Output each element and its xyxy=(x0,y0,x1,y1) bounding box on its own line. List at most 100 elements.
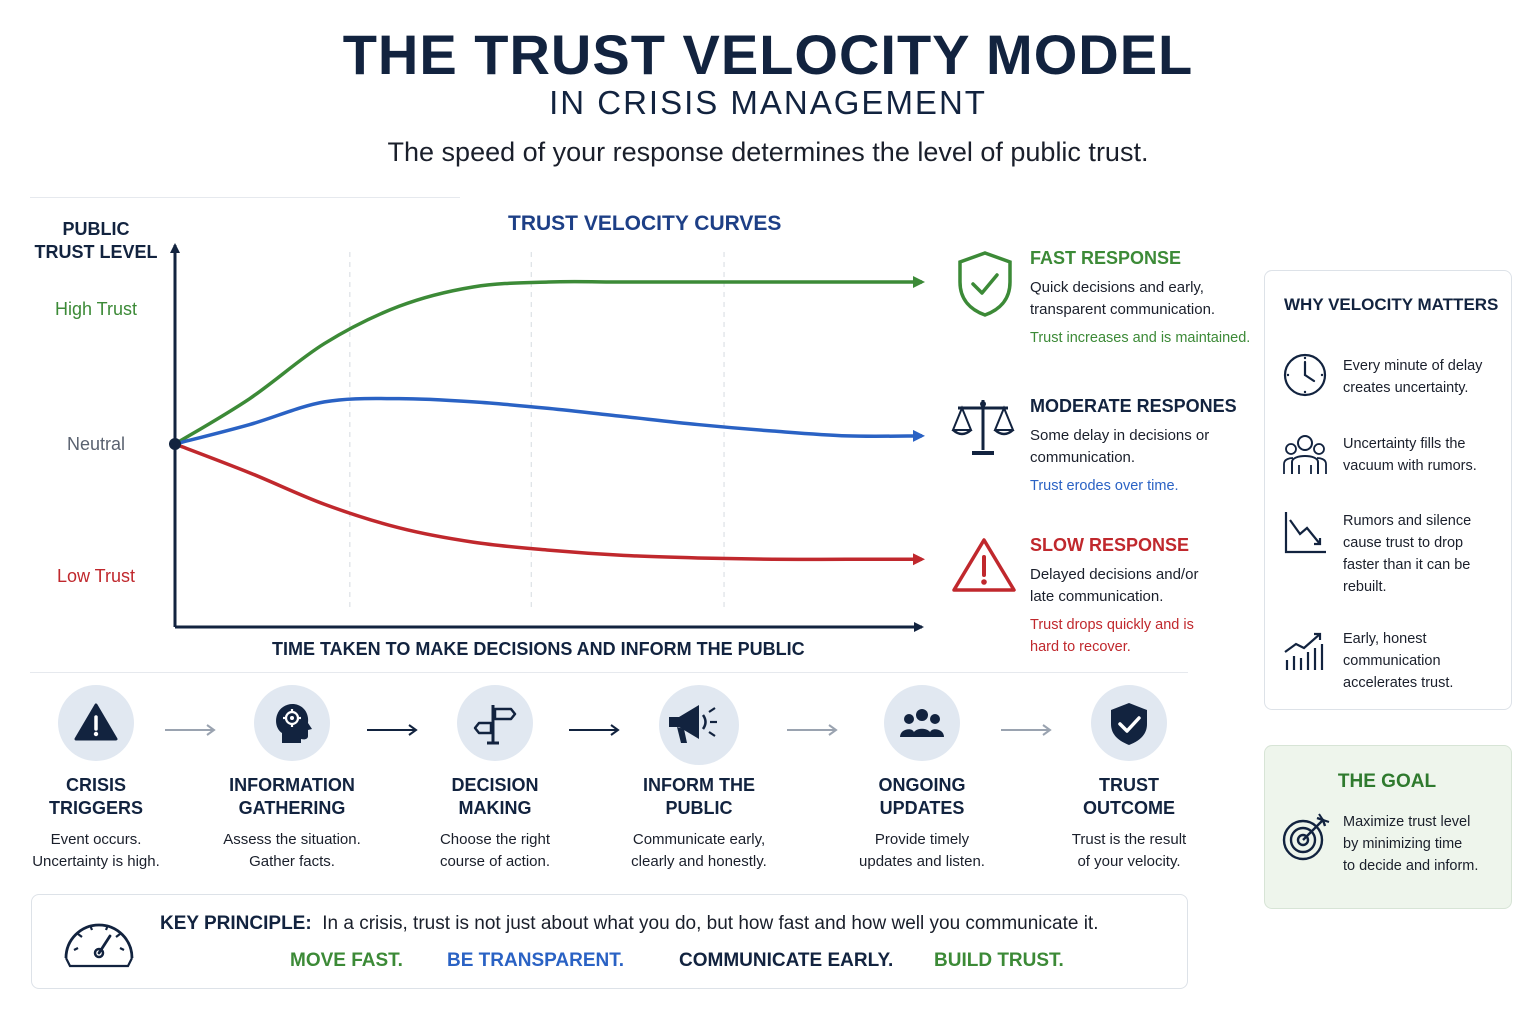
step-name: MAKING xyxy=(458,798,532,818)
response-heading: FAST RESPONSE xyxy=(1030,248,1182,268)
why-item-line: creates uncertainty. xyxy=(1343,380,1469,396)
key-principle-panel xyxy=(31,894,1188,989)
response-heading: MODERATE RESPONES xyxy=(1030,396,1237,416)
divider-middle xyxy=(30,672,1188,673)
why-item-line: vacuum with rumors. xyxy=(1343,458,1477,474)
step-crisis-triggers: CRISIS TRIGGERS Event occurs. Uncertainty … xyxy=(0,685,196,873)
why-item-line: Uncertainty fills the xyxy=(1343,436,1466,452)
response-outcome: Trust increases and is maintained. xyxy=(1030,330,1251,346)
step-icon-circle xyxy=(659,685,739,765)
step-desc: Gather facts. xyxy=(249,853,335,870)
scales-icon xyxy=(951,400,1015,455)
origin-point xyxy=(169,438,181,450)
step-desc: Trust is the result xyxy=(1071,831,1187,848)
step-icon-circle xyxy=(254,685,330,761)
response-desc-line: transparent communication. xyxy=(1030,301,1216,318)
step-name: INFORM THE xyxy=(643,775,755,795)
why-item-line: Rumors and silence xyxy=(1343,513,1472,529)
why-item: Early, honest communication accelerates … xyxy=(1343,628,1508,694)
key-principle: KEY PRINCIPLE: In a crisis, trust is not… xyxy=(160,913,1098,935)
why-item-line: accelerates trust. xyxy=(1343,675,1454,691)
speedometer-icon xyxy=(64,923,134,968)
page-subtitle: IN CRISIS MANAGEMENT xyxy=(549,84,987,121)
shield-check-icon xyxy=(958,251,1012,317)
y-axis-label: PUBLIC TRUST LEVEL xyxy=(26,218,166,264)
arrow-right-icon xyxy=(787,724,838,736)
arrow-right-icon xyxy=(569,724,620,736)
warning-icon xyxy=(952,538,1016,592)
response-desc-line: late communication. xyxy=(1030,588,1164,605)
step-desc: clearly and honestly. xyxy=(631,853,767,870)
response-outcome: Trust drops quickly and is xyxy=(1030,617,1194,633)
signpost-icon xyxy=(473,705,517,745)
step-desc: Assess the situation. xyxy=(223,831,361,848)
response-moderate: MODERATE RESPONES Some delay in decision… xyxy=(1030,396,1260,497)
arrow-right-icon xyxy=(1001,724,1052,736)
step-icon-circle xyxy=(58,685,134,761)
step-name: TRUST xyxy=(1099,775,1159,795)
step-desc: Choose the right xyxy=(439,831,551,848)
goal-title: THE GOAL xyxy=(1337,771,1437,792)
motto-be-transparent: BE TRANSPARENT. xyxy=(447,950,624,971)
response-desc-line: communication. xyxy=(1030,449,1136,466)
why-item-line: rebuilt. xyxy=(1343,579,1387,595)
why-item: Every minute of delay creates uncertaint… xyxy=(1343,355,1508,399)
why-item-line: Every minute of delay xyxy=(1343,358,1483,374)
trust-velocity-chart xyxy=(169,243,925,632)
motto-build-trust: BUILD TRUST. xyxy=(934,950,1064,971)
why-item-line: communication xyxy=(1343,653,1441,669)
why-title: WHY VELOCITY MATTERS xyxy=(1284,295,1499,314)
principle-label: KEY PRINCIPLE: xyxy=(160,913,312,934)
step-name: UPDATES xyxy=(879,798,965,818)
response-fast: FAST RESPONSE Quick decisions and early,… xyxy=(1030,248,1260,349)
why-item-line: Early, honest xyxy=(1343,631,1427,647)
step-name: TRIGGERS xyxy=(48,798,143,818)
head-gear-icon xyxy=(276,704,312,743)
y-axis-label-line1: PUBLIC xyxy=(62,219,130,239)
step-desc: Communicate early, xyxy=(632,831,766,848)
step-desc: Event occurs. xyxy=(50,831,142,848)
step-name: PUBLIC xyxy=(665,798,733,818)
arrow-right-icon xyxy=(165,724,216,736)
motto-communicate-early: COMMUNICATE EARLY. xyxy=(679,950,894,971)
step-desc: updates and listen. xyxy=(859,853,985,870)
goal-text: Maximize trust level by minimizing time … xyxy=(1343,811,1503,877)
step-icon-circle xyxy=(1091,685,1167,761)
step-icon-circle xyxy=(884,685,960,761)
step-name: OUTCOME xyxy=(1083,798,1175,818)
step-name: INFORMATION xyxy=(229,775,355,795)
response-desc-line: Some delay in decisions or xyxy=(1030,427,1210,444)
why-item-line: faster than it can be xyxy=(1343,557,1471,573)
response-heading: SLOW RESPONSE xyxy=(1030,535,1190,555)
series-line-fast-response xyxy=(174,276,925,446)
warning-icon xyxy=(74,703,118,741)
step-desc: course of action. xyxy=(439,853,551,870)
chart-down-icon xyxy=(1284,512,1326,554)
shield-check-icon xyxy=(1111,703,1147,745)
principle-text: In a crisis, trust is not just about wha… xyxy=(322,913,1099,934)
response-desc-line: Delayed decisions and/or xyxy=(1030,566,1199,583)
why-velocity-panel xyxy=(1264,270,1512,710)
step-information-gathering: INFORMATION GATHERING Assess the situatio… xyxy=(192,685,392,873)
step-desc: Uncertainty is high. xyxy=(32,853,160,870)
megaphone-icon xyxy=(669,705,717,743)
response-outcome: Trust erodes over time. xyxy=(1030,478,1179,494)
why-item: Rumors and silence cause trust to drop f… xyxy=(1343,510,1508,598)
step-inform-the-public: INFORM THE PUBLIC Communicate early, clear… xyxy=(599,685,799,873)
chart-up-icon xyxy=(1284,632,1324,670)
motto-move-fast: MOVE FAST. xyxy=(290,950,403,971)
response-slow: SLOW RESPONSE Delayed decisions and/or l… xyxy=(1030,535,1260,658)
level-high: High Trust xyxy=(54,299,138,319)
target-icon xyxy=(1282,813,1330,861)
series-line-moderate-respones xyxy=(174,396,925,446)
response-desc-line: Quick decisions and early, xyxy=(1030,279,1204,296)
step-name: GATHERING xyxy=(238,798,346,818)
page-title: THE TRUST VELOCITY MODEL xyxy=(342,23,1194,86)
step-name: CRISIS xyxy=(65,775,126,795)
x-axis-label: TIME TAKEN TO MAKE DECISIONS AND INFORM … xyxy=(272,639,805,659)
people-icon xyxy=(1283,435,1327,474)
step-desc: Provide timely xyxy=(874,831,970,848)
y-axis-label-line2: TRUST LEVEL xyxy=(34,242,158,262)
